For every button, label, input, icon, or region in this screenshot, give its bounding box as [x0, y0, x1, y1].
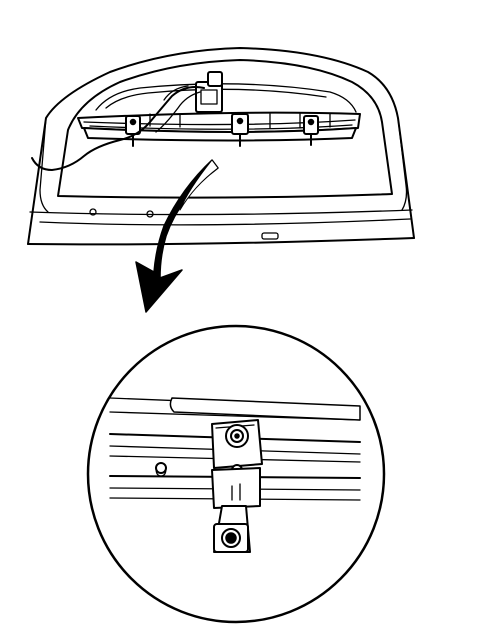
rail-stud [155, 462, 167, 477]
detail-magnifier [86, 324, 386, 624]
rear-panel [27, 47, 415, 246]
wiring-harness [31, 85, 205, 171]
panel-hole [146, 210, 154, 218]
panel-slot [261, 232, 279, 240]
mounting-clip [231, 113, 249, 147]
lamp-assembly [77, 71, 361, 142]
mounting-clips [125, 113, 319, 147]
mounting-clip [125, 115, 141, 147]
callout-arrow [135, 159, 219, 313]
mounting-clip [303, 115, 319, 146]
mounting-bracket [211, 419, 263, 553]
panel-hole [89, 208, 97, 216]
